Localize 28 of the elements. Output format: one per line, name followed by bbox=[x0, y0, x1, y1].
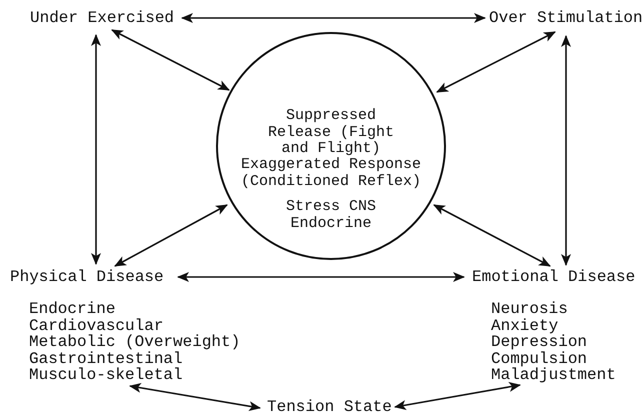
node-label: Emotional Disease bbox=[472, 269, 636, 285]
list-item: Cardiovascular bbox=[29, 318, 164, 334]
double-arrow bbox=[394, 382, 521, 410]
double-arrow bbox=[91, 34, 101, 265]
double-arrow bbox=[181, 13, 486, 23]
double-arrow bbox=[129, 382, 261, 412]
list-item: Endocrine bbox=[29, 301, 116, 318]
list-item: Maladjustment bbox=[491, 367, 616, 384]
node-label: Tension State bbox=[267, 399, 392, 415]
double-arrow bbox=[114, 204, 228, 267]
circle-text: Stress CNS Endocrine bbox=[284, 199, 377, 232]
double-arrow bbox=[177, 272, 465, 282]
node-label: Under Exercised bbox=[30, 10, 174, 26]
double-arrow bbox=[111, 29, 230, 91]
list-item: Anxiety bbox=[491, 318, 558, 334]
list-item: Compulsion bbox=[491, 350, 588, 367]
double-arrow bbox=[561, 35, 571, 266]
list-item: Gastrointestinal bbox=[29, 350, 184, 367]
circle-text: Suppressed Release (Fight and Flight) bbox=[266, 108, 396, 157]
circle-text: Exaggerated Response (Conditioned Reflex) bbox=[240, 157, 422, 190]
node-label: Physical Disease bbox=[10, 269, 164, 285]
list-item: Depression bbox=[491, 334, 588, 350]
node-label: Over Stimulation bbox=[489, 10, 643, 26]
list-item: Neurosis bbox=[491, 301, 569, 318]
double-arrow bbox=[433, 204, 551, 267]
list-item: Metabolic (Overweight) bbox=[29, 334, 240, 350]
double-arrow bbox=[436, 31, 556, 93]
list-item: Musculo-skeletal bbox=[29, 367, 184, 384]
